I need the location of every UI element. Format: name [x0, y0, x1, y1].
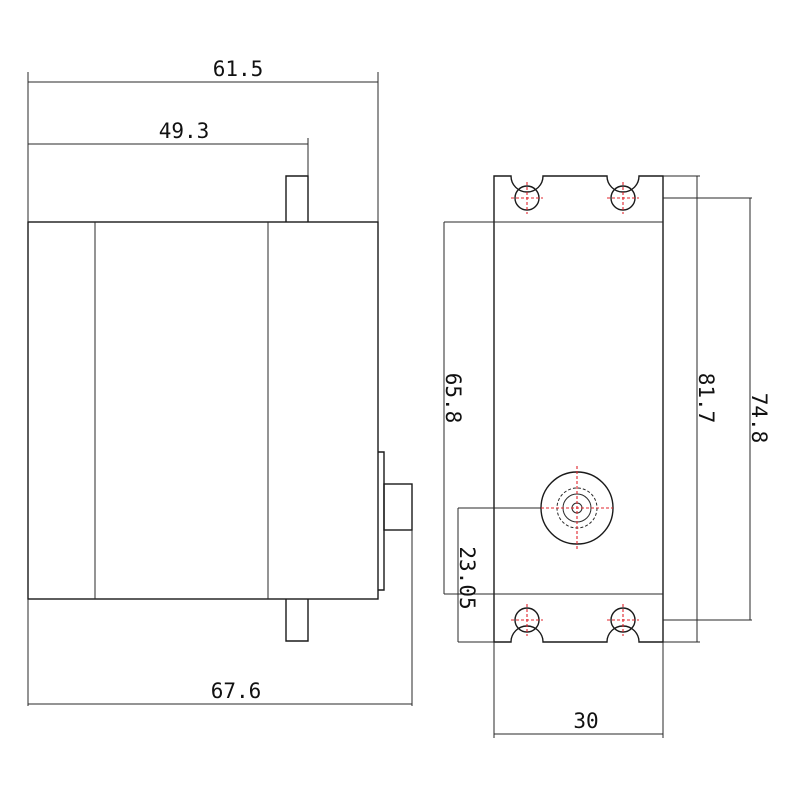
dim-label-61-5: 61.5 [213, 57, 264, 81]
output-spline-gear [540, 466, 614, 550]
dim-label-30: 30 [573, 709, 598, 733]
side-mount-ear-bottom [285, 599, 309, 642]
dim-label-81-7: 81.7 [694, 373, 718, 424]
mount-hole-top-left [511, 182, 543, 214]
side-view: 61.5 49.3 67.6 [27, 57, 413, 706]
side-output-shaft [383, 483, 413, 531]
dim-label-67-6: 67.6 [211, 679, 262, 703]
front-plate-outline [493, 175, 664, 643]
mount-hole-bottom-left [511, 604, 543, 636]
mount-hole-top-right [607, 182, 639, 214]
dim-label-23-05: 23.05 [455, 546, 479, 609]
dim-label-65-8: 65.8 [441, 373, 465, 424]
front-view: 65.8 81.7 74.8 23.05 30 [441, 175, 771, 738]
side-body-outline [27, 221, 379, 600]
side-horn-collar [378, 451, 385, 591]
side-mount-ear-top [285, 175, 309, 222]
mount-hole-bottom-right [607, 604, 639, 636]
dim-label-49-3: 49.3 [159, 119, 210, 143]
dim-label-74-8: 74.8 [747, 393, 771, 444]
